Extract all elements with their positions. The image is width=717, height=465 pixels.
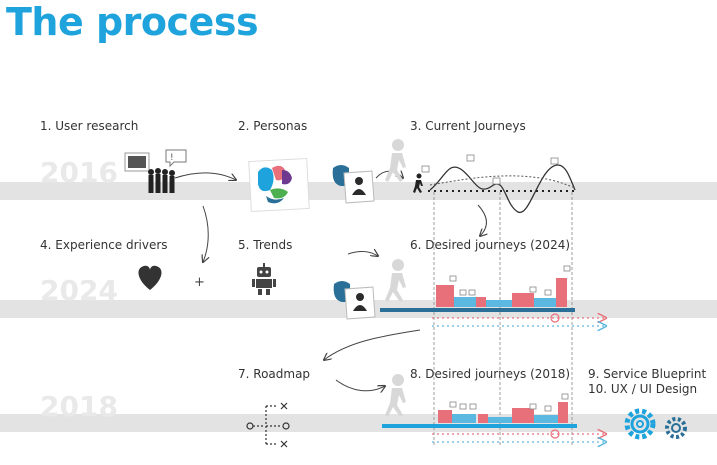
persona-card-icon — [332, 165, 375, 204]
persona-blob-icon — [248, 157, 310, 213]
heart-icon — [138, 265, 162, 290]
year-label-2016: 2016 — [40, 156, 118, 189]
roadmap-tree-icon — [246, 402, 290, 448]
step-desired-journeys-2024: 6. Desired journeys (2024) — [410, 238, 571, 252]
walking-person-icon — [385, 139, 406, 182]
svg-text:!: ! — [170, 153, 174, 163]
gears-icon — [624, 408, 687, 440]
persona-card-icon — [333, 281, 376, 320]
year-label-2018: 2018 — [40, 390, 118, 423]
year-label-2024: 2024 — [40, 274, 118, 307]
step-roadmap: 7. Roadmap — [238, 367, 311, 381]
step-ux-ui-design: 10. UX / UI Design — [588, 382, 698, 396]
walking-person-icon — [385, 259, 406, 302]
step-current-journeys: 3. Current Journeys — [410, 119, 526, 133]
step-desired-journeys-2018: 8. Desired journeys (2018) — [410, 367, 571, 381]
step-personas: 2. Personas — [238, 119, 308, 133]
step-user-research: 1. User research — [40, 119, 139, 133]
speech-bubble-icon: ! — [165, 149, 187, 168]
walking-person-icon — [385, 374, 406, 417]
step-trends: 5. Trends — [238, 238, 293, 252]
robot-icon — [252, 263, 276, 295]
page-title: The process — [6, 0, 259, 44]
group-icon — [124, 152, 175, 193]
step-service-blueprint: 9. Service Blueprint — [588, 367, 707, 381]
step-experience-drivers: 4. Experience drivers — [40, 238, 168, 252]
plus-sign: + — [194, 275, 205, 290]
